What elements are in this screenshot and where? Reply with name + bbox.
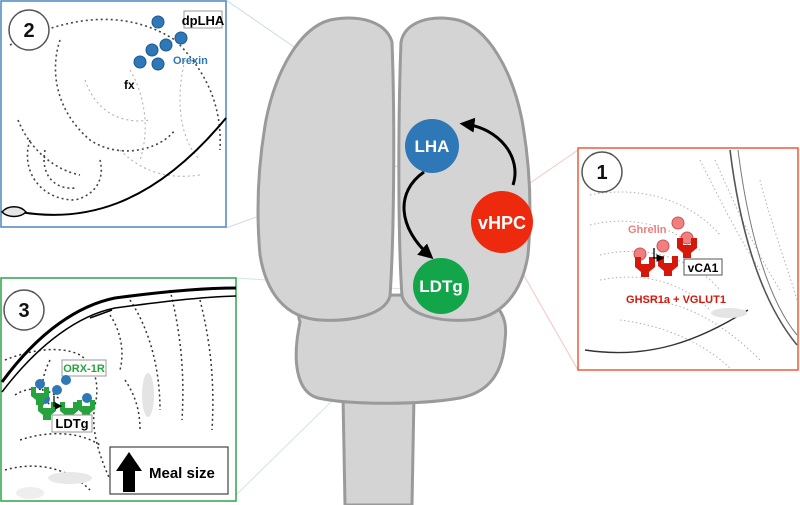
panel-2-optic-tract: [0, 206, 28, 218]
meal-size-label: Meal size: [149, 465, 215, 482]
panel-2-number: 2: [23, 20, 34, 42]
panel-2-ventral-outline: [19, 117, 227, 216]
panel-1-outer-outline: [584, 309, 749, 354]
orexin-molecule: [35, 379, 45, 389]
arrow-vhpc-to-lha: [459, 117, 517, 186]
node-lha: LHA: [405, 119, 459, 173]
orexin-molecule: [82, 393, 92, 403]
panel-1-fissure: [737, 149, 798, 336]
fx-label: fx: [124, 78, 135, 92]
svg-text:LHA: LHA: [415, 137, 450, 156]
arrow-lha-to-ldtg: [402, 170, 434, 259]
vca1-label: vCA1: [688, 261, 719, 275]
orexin-molecule: [52, 385, 62, 395]
ghsr1a-vglut1-label: GHSR1a + VGLUT1: [626, 294, 726, 306]
node-vhpc: vHPC: [471, 191, 533, 253]
up-arrow-icon: [116, 452, 142, 492]
orexin-molecule: [61, 375, 71, 385]
svg-text:LDTg: LDTg: [419, 277, 462, 296]
node-ldtg: LDTg: [413, 258, 469, 314]
ghrelin-molecule: [671, 216, 685, 230]
orexin-neuron: [151, 57, 165, 71]
panel-3-aqueduct-inner: [1, 295, 237, 393]
panel-1-ventral-outline: [729, 149, 798, 346]
ghrelin-label: Ghrelin: [628, 224, 667, 236]
panel-3-anatomy-outlines: [4, 289, 214, 491]
orexin-neuron: [159, 38, 173, 52]
orexin-neuron: [145, 43, 159, 57]
orexin-neuron: [133, 55, 147, 69]
orx-1r-label: ORX-1R: [63, 363, 105, 375]
orexin-neuron: [174, 31, 188, 45]
panel-3-number: 3: [18, 300, 29, 322]
panel-1: 1 Ghrelin vCA1 GHSR1a + VGLUT1: [577, 147, 799, 371]
panel-2: 2 dpLHA Orexin fx: [0, 0, 227, 228]
orexin-label: Orexin: [173, 55, 208, 67]
brain-illustration: [256, 16, 532, 505]
orexin-neuron-cluster: [133, 15, 188, 71]
orexin-neuron: [151, 15, 165, 29]
brainstem: [341, 393, 416, 505]
panel-3: 3 ORX-1R LDTg Meal size: [0, 277, 237, 502]
left-hemisphere: [256, 16, 396, 322]
svg-text:vHPC: vHPC: [478, 213, 526, 233]
panel-3-aqueduct-outline: [0, 286, 237, 383]
panel-1-number: 1: [596, 162, 607, 184]
dplha-label: dpLHA: [182, 13, 225, 28]
pathway-arrows: [402, 117, 517, 259]
ldtg-panel-label: LDTg: [55, 416, 88, 431]
ghrelin-molecule: [656, 239, 670, 253]
